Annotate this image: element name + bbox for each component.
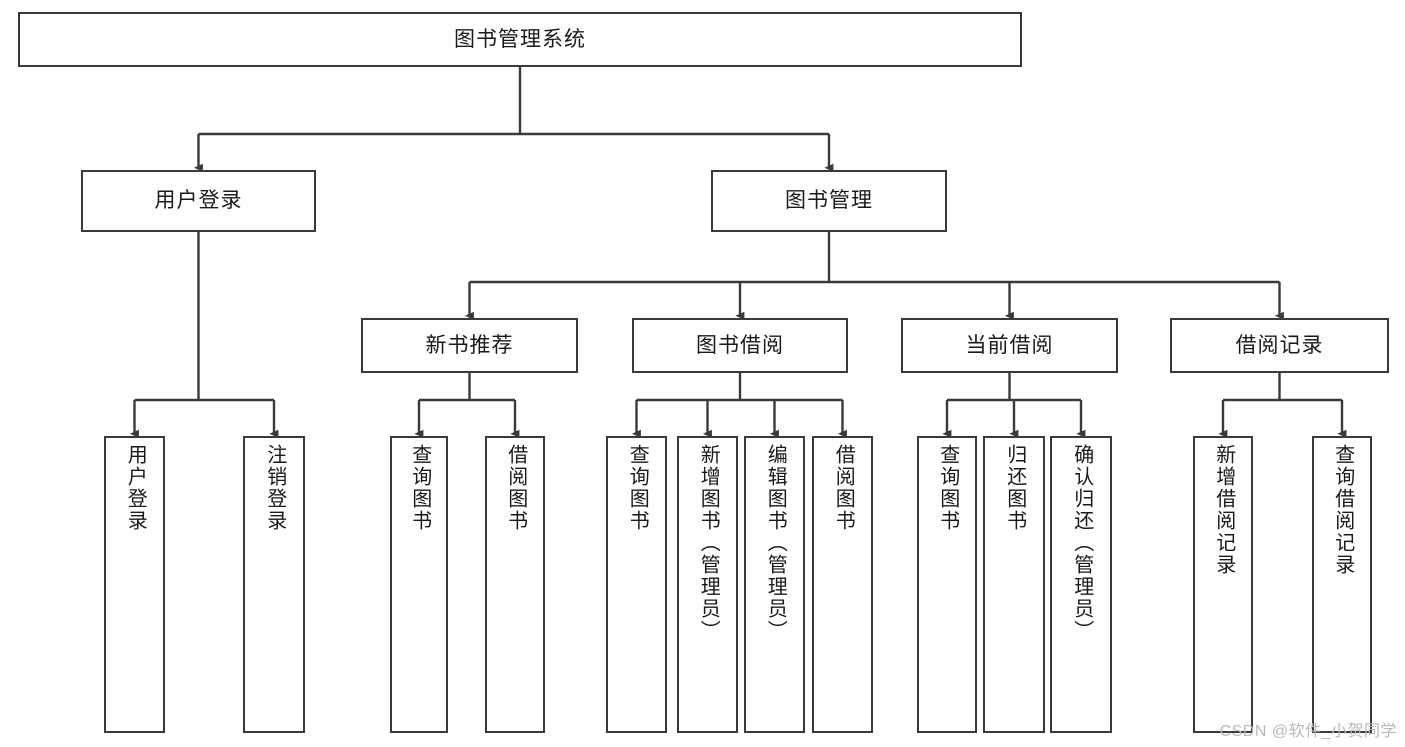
node-l4[interactable]: 借阅图书 [485,436,545,733]
node-label: 查询图书 [408,444,431,532]
node-l6[interactable]: 新增图书（管理员） [677,436,738,733]
node-label: 查询借阅记录 [1331,444,1354,576]
node-l2[interactable]: 注销登录 [243,436,305,733]
node-records[interactable]: 借阅记录 [1170,318,1389,373]
node-l11[interactable]: 确认归还（管理员） [1050,436,1112,733]
node-l8[interactable]: 借阅图书 [812,436,873,733]
node-label: 借阅图书 [832,444,855,532]
node-l3[interactable]: 查询图书 [390,436,448,733]
node-l10[interactable]: 归还图书 [983,436,1045,733]
node-label: 新增借阅记录 [1212,444,1235,576]
node-label: 新增图书（管理员） [697,444,720,642]
node-login[interactable]: 用户登录 [81,170,316,232]
node-l9[interactable]: 查询图书 [917,436,977,733]
node-label: 当前借阅 [965,333,1054,357]
node-label: 用户登录 [124,444,147,532]
node-label: 借阅记录 [1235,333,1324,357]
node-l12[interactable]: 新增借阅记录 [1193,436,1253,733]
node-l7[interactable]: 编辑图书（管理员） [744,436,805,733]
node-l13[interactable]: 查询借阅记录 [1312,436,1372,733]
node-label: 借阅图书 [504,444,527,532]
node-bookmgmt[interactable]: 图书管理 [711,170,947,232]
node-root[interactable]: 图书管理系统 [18,12,1022,67]
node-current[interactable]: 当前借阅 [901,318,1118,373]
node-label: 归还图书 [1003,444,1026,532]
node-label: 查询图书 [626,444,649,532]
watermark: CSDN @软件_小贺同学 [1219,723,1397,740]
node-label: 图书管理 [785,189,873,213]
node-newbook[interactable]: 新书推荐 [361,318,578,373]
node-label: 新书推荐 [425,333,514,357]
node-l1[interactable]: 用户登录 [104,436,165,733]
node-borrow[interactable]: 图书借阅 [632,318,848,373]
node-l5[interactable]: 查询图书 [606,436,667,733]
node-label: 图书管理系统 [454,27,586,51]
node-label: 查询图书 [936,444,959,532]
node-label: 确认归还（管理员） [1070,444,1093,642]
node-label: 编辑图书（管理员） [764,444,787,642]
node-label: 用户登录 [154,189,243,213]
node-label: 图书借阅 [696,333,784,357]
node-label: 注销登录 [263,444,286,532]
